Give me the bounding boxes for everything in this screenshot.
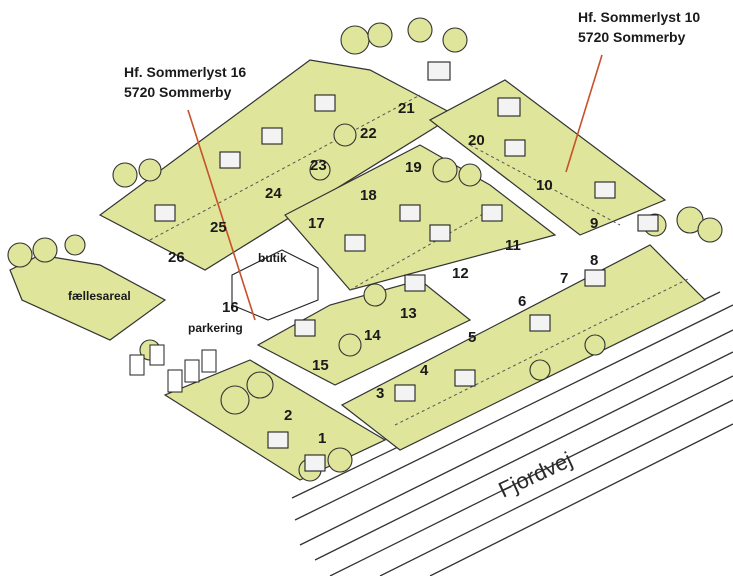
parking-label: parkering — [188, 321, 243, 335]
plot-12: 12 — [452, 265, 469, 282]
plot-20: 20 — [468, 132, 485, 149]
callout-sommerlyst-10: Hf. Sommerlyst 10 5720 Sommerby — [578, 9, 700, 45]
plot-numbers: 1 2 3 4 5 6 7 8 9 10 11 12 13 14 15 16 1… — [168, 100, 598, 447]
plot-15: 15 — [312, 357, 329, 374]
plot-26: 26 — [168, 249, 185, 266]
plot-6: 6 — [518, 293, 526, 310]
plot-25: 25 — [210, 219, 227, 236]
plot-1: 1 — [318, 430, 326, 447]
callout-sommerlyst-16: Hf. Sommerlyst 16 5720 Sommerby — [124, 64, 246, 100]
plot-18: 18 — [360, 187, 377, 204]
shop-building — [231, 249, 319, 321]
callout-16-line2: 5720 Sommerby — [124, 84, 232, 100]
plot-11: 11 — [505, 237, 521, 254]
parking-cars — [129, 344, 217, 393]
plot-9: 9 — [590, 215, 598, 232]
block-plots-3-8 — [340, 244, 707, 451]
plot-4: 4 — [420, 362, 429, 379]
plot-24: 24 — [265, 185, 282, 202]
block-plots-13-15 — [256, 279, 472, 386]
plot-10: 10 — [536, 177, 553, 194]
plot-8: 8 — [590, 252, 598, 269]
common-area-label: fællesareal — [68, 289, 131, 303]
callout-leaders — [187, 54, 603, 321]
plot-3: 3 — [376, 385, 384, 402]
houses — [154, 61, 659, 472]
shop-label: butik — [258, 251, 287, 265]
plot-2: 2 — [284, 407, 292, 424]
block-plots-21-26 — [98, 59, 457, 271]
plot-22: 22 — [360, 125, 377, 142]
plot-21: 21 — [398, 100, 415, 117]
plot-16: 16 — [222, 299, 239, 316]
road-label-fjordvej: Fjordvej — [495, 447, 576, 503]
plot-13: 13 — [400, 305, 417, 322]
callout-16-line1: Hf. Sommerlyst 16 — [124, 64, 246, 80]
plot-17: 17 — [308, 215, 325, 232]
plot-7: 7 — [560, 270, 568, 287]
callout-10-line2: 5720 Sommerby — [578, 29, 686, 45]
callout-10-line1: Hf. Sommerlyst 10 — [578, 9, 700, 25]
plot-14: 14 — [364, 327, 381, 344]
block-plots-1-2 — [163, 359, 387, 481]
plot-19: 19 — [405, 159, 422, 176]
site-paths — [149, 94, 691, 426]
plot-5: 5 — [468, 329, 476, 346]
plot-23: 23 — [310, 157, 327, 174]
